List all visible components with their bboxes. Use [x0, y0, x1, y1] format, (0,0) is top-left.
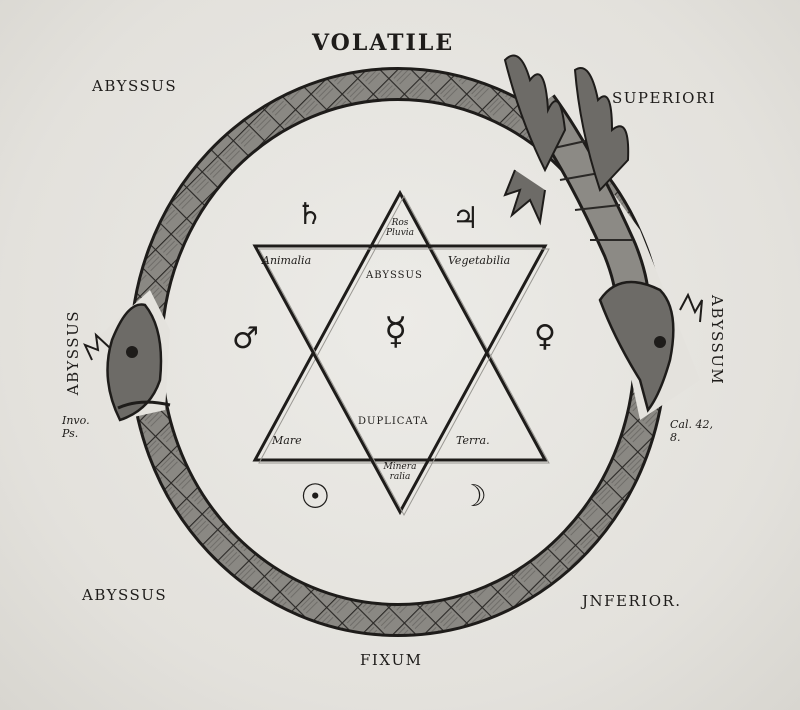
label-terra: Terra. — [456, 434, 490, 447]
moon-icon: ☽ — [460, 479, 487, 514]
label-abyssus-top-left: ABYSSUS — [92, 77, 178, 95]
hexagram — [252, 189, 550, 517]
label-duplicata: DUPLICATA — [358, 416, 429, 427]
label-vegetabilia: Vegetabilia — [448, 254, 511, 267]
serpent-head — [83, 303, 171, 422]
label-abyssus-left: ABYSSUS — [64, 310, 82, 396]
citation-right: Cal. 42, 8. — [670, 418, 713, 444]
saturn-icon: ♄ — [296, 197, 323, 232]
label-abyssus-center: ABYSSUS — [366, 270, 423, 281]
label-animalia: Animalia — [262, 254, 312, 267]
mars-icon: ♂ — [232, 321, 259, 356]
label-fixum: FIXUM — [360, 651, 423, 669]
label-jnferior: JNFERIOR. — [582, 592, 682, 610]
label-superiori: SUPERIORI — [612, 89, 717, 107]
label-volatile: VOLATILE — [312, 30, 455, 56]
label-abyssus-bottom-left: ABYSSUS — [82, 586, 168, 604]
jupiter-icon: ♃ — [452, 201, 479, 236]
label-ros-pluvia: Ros Pluvia — [385, 218, 415, 238]
venus-icon: ♀ — [534, 319, 556, 354]
citation-left: Invo. Ps. — [62, 414, 90, 440]
mercury-icon: ☿ — [384, 309, 408, 353]
label-mare: Mare — [272, 434, 302, 447]
label-abyssum: ABYSSUM — [708, 295, 726, 386]
sun-icon: ☉ — [300, 477, 331, 517]
winged-dragon — [503, 54, 703, 413]
label-mineralia: Minera ralia — [383, 462, 417, 482]
